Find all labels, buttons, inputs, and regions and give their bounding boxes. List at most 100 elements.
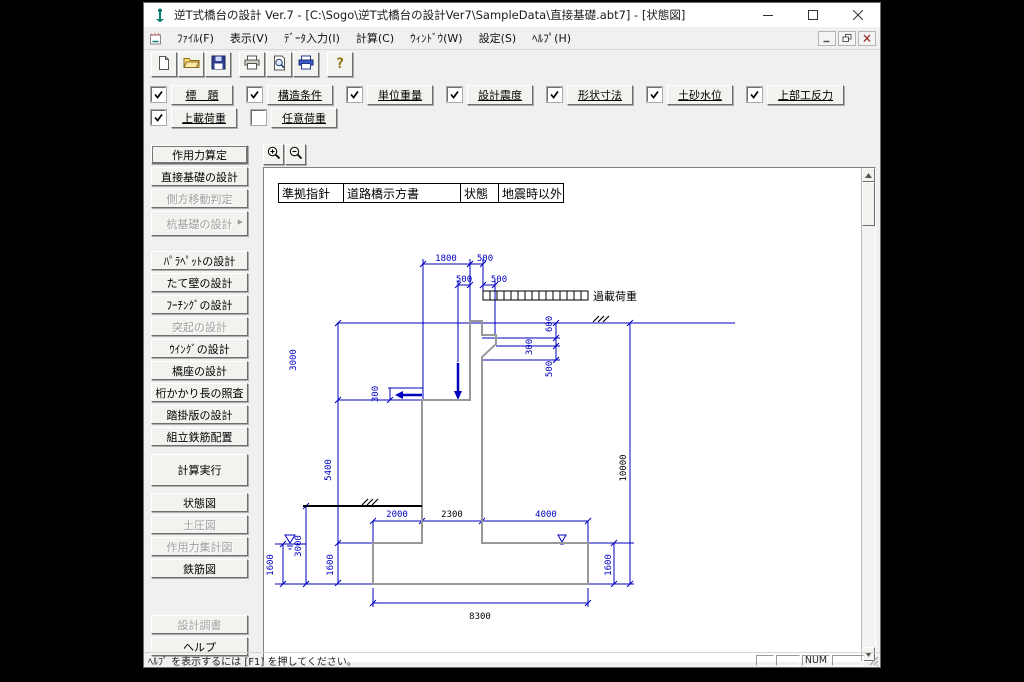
open-folder-button[interactable] — [178, 52, 204, 77]
print-button[interactable] — [239, 52, 265, 77]
sidebar-button-18[interactable]: 設計調書 — [151, 615, 248, 634]
status-panes: NUM — [756, 654, 864, 666]
sidebar-button-12[interactable]: 組立鉄筋配置 — [151, 427, 248, 446]
print-preview-button[interactable] — [266, 52, 292, 77]
sidebar-button-0[interactable]: 作用力算定 — [151, 145, 248, 164]
sidebar-button-17[interactable]: 鉄筋図 — [151, 559, 248, 578]
sidebar-button-9[interactable]: 橋座の設計 — [151, 361, 248, 380]
toggle-checkbox-1-1[interactable] — [251, 110, 266, 125]
zoom-out-button[interactable] — [285, 144, 306, 165]
toggle-checkbox-0-4[interactable] — [547, 87, 562, 102]
state-diagram: 1800 500 500 500 600 300 500 3000 300 54… — [266, 254, 735, 622]
save-button[interactable] — [205, 52, 231, 77]
menu-item-2[interactable]: ﾃﾞｰﾀ入力(I) — [284, 32, 340, 45]
toggle-button-0-0[interactable]: 標 題 — [171, 84, 233, 105]
sidebar-button-19[interactable]: ヘルプ — [151, 637, 248, 656]
toggle-button-1-1[interactable]: 任意荷重 — [271, 107, 337, 128]
menu-item-5[interactable]: 設定(S) — [478, 32, 517, 45]
mdi-restore-icon[interactable] — [838, 30, 856, 46]
dim-stem-thickness: 2300 — [441, 510, 463, 520]
sidebar-button-13[interactable]: 計算実行 — [151, 454, 248, 486]
abutment-outline — [372, 320, 589, 585]
sidebar-button-1[interactable]: 直接基礎の設計 — [151, 167, 248, 186]
toggle-button-0-3[interactable]: 設計震度 — [467, 84, 533, 105]
ground-hatch-front — [361, 498, 379, 506]
print-setup-button[interactable] — [293, 52, 319, 77]
scrollbar-thumb[interactable] — [862, 182, 875, 226]
toggle-checkbox-0-0[interactable] — [151, 87, 166, 102]
dim-footing-height-right: 1600 — [604, 554, 614, 576]
info-table: 準拠指針 道路橋示方書 状態 地震時以外 — [278, 183, 564, 203]
dim-bearing-offset: 500 — [456, 275, 472, 285]
toggle-button-0-2[interactable]: 単位重量 — [367, 84, 433, 105]
toggle-checkbox-0-2[interactable] — [347, 87, 362, 102]
status-pane-2 — [776, 654, 800, 666]
scroll-up-icon[interactable] — [862, 168, 875, 182]
vertical-scrollbar[interactable] — [861, 168, 875, 661]
sidebar-button-2[interactable]: 側方移動判定 — [151, 189, 248, 208]
zoom-controls — [263, 144, 307, 165]
toggle-button-0-1[interactable]: 構造条件 — [267, 84, 333, 105]
new-document-icon — [156, 55, 172, 75]
menu-item-0[interactable]: ﾌｧｲﾙ(F) — [177, 32, 214, 45]
ground-hatch-back — [592, 315, 610, 323]
toggle-group: 単位重量 — [347, 84, 433, 105]
state-value: 地震時以外 — [502, 186, 563, 201]
sidebar-button-16[interactable]: 作用力集計図 — [151, 537, 248, 556]
sidebar-button-11[interactable]: 踏掛版の設計 — [151, 405, 248, 424]
dim-right-500: 500 — [545, 361, 555, 377]
toolbar: ? — [144, 50, 880, 79]
toggle-checkbox-0-1[interactable] — [247, 87, 262, 102]
toggle-button-0-5[interactable]: 土砂水位 — [667, 84, 733, 105]
menu-item-3[interactable]: 計算(C) — [355, 32, 395, 45]
app-window: 逆T式橋台の設計 Ver.7 - [C:\Sogo\逆T式橋台の設計Ver7\S… — [143, 2, 881, 668]
zoom-in-button[interactable] — [263, 144, 284, 165]
sidebar-button-3[interactable]: 杭基礎の設計▶ — [151, 211, 248, 236]
sidebar-button-10[interactable]: 桁かかり長の照査 — [151, 383, 248, 402]
zoom-out-icon — [288, 145, 303, 164]
sidebar-button-4[interactable]: ﾊﾟﾗﾍﾟｯﾄの設計 — [151, 251, 248, 270]
help-button[interactable]: ? — [327, 52, 353, 77]
sidebar-button-8[interactable]: ｳｲﾝｸﾞの設計 — [151, 339, 248, 358]
toggle-button-0-6[interactable]: 上部工反力 — [767, 84, 844, 105]
dim-offset-300: 300 — [371, 386, 381, 402]
sidebar-button-6[interactable]: ﾌｰﾁﾝｸﾞの設計 — [151, 295, 248, 314]
guideline-value: 道路橋示方書 — [344, 184, 461, 202]
toggle-checkbox-0-5[interactable] — [647, 87, 662, 102]
print-preview-icon — [272, 55, 287, 75]
new-document-button[interactable] — [151, 52, 177, 77]
close-button[interactable] — [835, 3, 880, 27]
mdi-minimize-icon[interactable] — [818, 30, 836, 46]
menu-item-6[interactable]: ﾍﾙﾌﾟ(H) — [532, 32, 572, 45]
dim-stem-height: 5400 — [324, 459, 334, 481]
dim-right-300: 300 — [525, 339, 535, 355]
surcharge-strip — [482, 290, 589, 301]
toggle-group: 上部工反力 — [747, 84, 844, 105]
toggle-button-1-0[interactable]: 上載荷重 — [171, 107, 237, 128]
dim-footing-height-left: 1600 — [326, 554, 336, 576]
mdi-close-icon[interactable] — [858, 30, 876, 46]
minimize-button[interactable] — [745, 3, 790, 27]
app-icon — [152, 7, 168, 23]
toggle-group: 形状寸法 — [547, 84, 633, 105]
submenu-arrow-icon: ▶ — [237, 218, 243, 226]
menu-item-4[interactable]: ｳｨﾝﾄﾞｳ(W) — [410, 32, 463, 45]
sidebar-button-5[interactable]: たて壁の設計 — [151, 273, 248, 292]
maximize-button[interactable] — [790, 3, 835, 27]
menu-items: ﾌｧｲﾙ(F) 表示(V) ﾃﾞｰﾀ入力(I) 計算(C) ｳｨﾝﾄﾞｳ(W) 設定(S)… — [169, 27, 579, 49]
sidebar-button-7[interactable]: 突起の設計 — [151, 317, 248, 336]
print-setup-icon — [298, 55, 314, 74]
toggle-checkbox-0-6[interactable] — [747, 87, 762, 102]
toggle-button-0-4[interactable]: 形状寸法 — [567, 84, 633, 105]
dim-seat-width: 1800 — [435, 254, 457, 264]
toggle-checkbox-0-3[interactable] — [447, 87, 462, 102]
toggle-checkbox-1-0[interactable] — [151, 110, 166, 125]
mdi-controls — [818, 30, 876, 46]
drawing-panel: 1800 500 500 500 600 300 500 3000 300 54… — [263, 167, 876, 662]
state-label: 状態 — [461, 184, 499, 202]
sidebar-button-14[interactable]: 状態図 — [151, 493, 248, 512]
menu-bar: ﾌｧｲﾙ(F) 表示(V) ﾃﾞｰﾀ入力(I) 計算(C) ｳｨﾝﾄﾞｳ(W) 設定(S)… — [144, 27, 880, 50]
menu-item-1[interactable]: 表示(V) — [229, 32, 269, 45]
resize-grip[interactable] — [867, 654, 879, 667]
sidebar-button-15[interactable]: 土圧図 — [151, 515, 248, 534]
